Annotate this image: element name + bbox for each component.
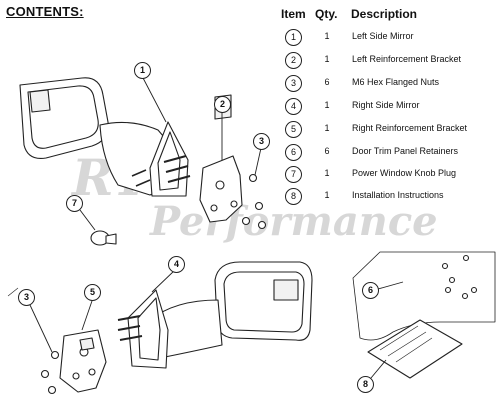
instructions-packet-drawing (367, 319, 463, 379)
item-description: Installation Instructions (352, 190, 444, 200)
item-description: Right Side Mirror (352, 100, 420, 110)
knob-plug-drawing (90, 230, 117, 246)
watermark-text: Performance (150, 198, 438, 245)
callout-7: 7 (66, 195, 83, 212)
contents-heading: CONTENTS: (6, 4, 84, 19)
item-qty: 1 (324, 168, 330, 178)
hex-nuts-drawing (241, 173, 267, 230)
item-qty: 1 (324, 190, 330, 200)
item-qty: 1 (324, 31, 330, 41)
parts-row: 4 1 Right Side Mirror (280, 96, 498, 118)
parts-row: 8 1 Installation Instructions (280, 186, 498, 208)
callout-8: 8 (357, 376, 374, 393)
item-description: M6 Hex Flanged Nuts (352, 77, 440, 87)
callout-1: 1 (134, 62, 151, 79)
item-description: Door Trim Panel Retainers (352, 146, 459, 156)
column-header-qty: Qty. (315, 7, 338, 21)
parts-row: 2 1 Left Reinforcement Bracket (280, 50, 498, 72)
item-description: Right Reinforcement Bracket (352, 123, 468, 133)
item-number-badge: 3 (285, 75, 302, 92)
parts-row: 1 1 Left Side Mirror (280, 27, 498, 49)
item-number-badge: 8 (285, 188, 302, 205)
item-qty: 1 (324, 100, 330, 110)
callout-4: 4 (168, 256, 185, 273)
right-mirror-drawing (117, 261, 313, 369)
callout-5: 5 (84, 284, 101, 301)
right-bracket-drawing (59, 329, 107, 393)
item-description: Left Reinforcement Bracket (352, 54, 462, 64)
callout-3: 3 (253, 133, 270, 150)
retainers-box (352, 251, 496, 341)
parts-row: 3 6 M6 Hex Flanged Nuts (280, 73, 498, 95)
item-qty: 1 (324, 54, 330, 64)
item-qty: 1 (324, 123, 330, 133)
left-mirror-drawing (19, 77, 191, 197)
item-qty: 6 (324, 77, 330, 87)
item-number-badge: 2 (285, 52, 302, 69)
item-number-badge: 7 (285, 166, 302, 183)
item-description: Power Window Knob Plug (352, 168, 457, 178)
item-number-badge: 4 (285, 98, 302, 115)
column-header-item: Item (281, 7, 306, 21)
item-number-badge: 6 (285, 144, 302, 161)
callout-2: 2 (214, 96, 231, 113)
parts-row: 5 1 Right Reinforcement Bracket (280, 119, 498, 141)
item-number-badge: 1 (285, 29, 302, 46)
parts-row: 7 1 Power Window Knob Plug (280, 164, 498, 186)
parts-row: 6 6 Door Trim Panel Retainers (280, 142, 498, 164)
item-description: Left Side Mirror (352, 31, 414, 41)
callout-3-lower: 3 (18, 289, 35, 306)
column-header-description: Description (351, 7, 418, 21)
callout-6: 6 (362, 282, 379, 299)
hex-nuts-right-drawing (40, 350, 60, 395)
left-bracket-drawing (199, 94, 243, 223)
item-number-badge: 5 (285, 121, 302, 138)
item-qty: 6 (324, 146, 330, 156)
